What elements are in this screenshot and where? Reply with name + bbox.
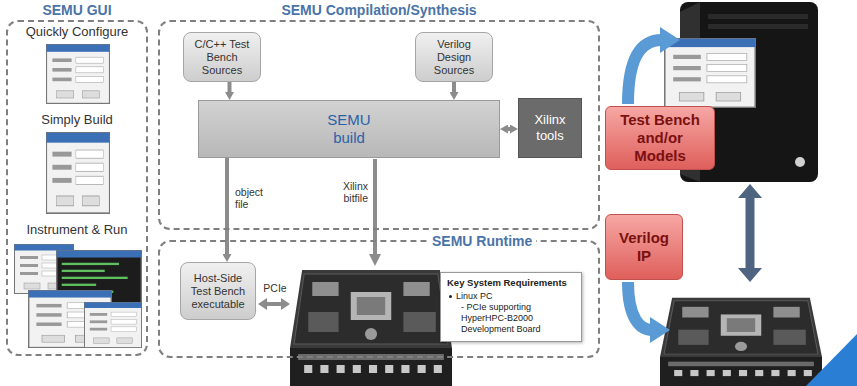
flow-arrow [506,127,512,131]
box-label: C/C++ Test Bench Sources [187,38,257,77]
bitfile-arrow [369,159,381,266]
tool-box: Xilinx tools [518,98,582,158]
screenshot [665,39,755,108]
arrow-label: PCIe [256,282,294,294]
region-frame: SEMU Compilation/SynthesisC/C++ Test Ben… [158,20,600,230]
requirements-heading: Key System Requirements [447,277,575,288]
box-label: Host-Side Test Bench executable [184,272,252,311]
gui-screenshots [47,133,110,213]
requirement-item: Linux PC [447,291,575,302]
blue-arrow [628,27,680,104]
edge-label: object file [235,186,279,210]
ip-box: Verilog IP [605,214,683,280]
blue-arrow [650,317,670,343]
label-holder: Simply Build [8,112,146,128]
label-holder: Quickly Configure [8,24,146,40]
label-holder: PCIe [256,282,294,294]
step-label: Quickly Configure [8,24,146,40]
gui-screenshots [84,302,141,347]
box-label: Test Bench and/or Models [610,111,710,165]
region-frame: SEMU GUI [6,20,148,356]
box-label: Verilog Design Sources [419,38,489,77]
testbench-box: Test Bench and/or Models [605,106,715,170]
gui-screenshots [15,45,142,348]
build-box: SEMU build [198,100,500,158]
requirement-item: - PCIe supporting HyperHPC-B2000 Develop… [447,302,575,335]
flow-arrow [228,82,232,94]
source-box: C/C++ Test Bench Sources [183,32,261,82]
requirements-box: Key System RequirementsLinux PC- PCIe su… [440,272,582,342]
pc-tower [708,14,808,19]
box-label: Verilog IP [610,229,678,265]
label-holder: object file [235,186,279,210]
region-title: SEMU Compilation/Synthesis [160,2,598,18]
fpga-board [660,298,822,386]
pc-board-arrow [738,184,762,282]
arrow-label: Xilinx bitfile [318,180,368,204]
region-title: SEMU Runtime [428,233,536,249]
flow-arrow [452,82,456,94]
region-title: SEMU GUI [8,2,146,18]
executable-box: Host-Side Test Bench executable [180,262,256,320]
blue-arrow [628,282,652,330]
pcie-arrow [258,298,267,310]
corner-triangle [806,334,857,386]
box-label: Xilinx tools [523,112,577,144]
step-label: Simply Build [8,112,146,128]
pc-board-arrow [746,196,755,270]
pcie-arrow [258,298,290,310]
blue-arrow [628,40,662,104]
fpga-board [290,270,452,386]
label-holder: Xilinx bitfile [318,180,368,204]
source-box: Verilog Design Sources [415,32,493,82]
gui-screenshots [47,45,110,104]
pc-tower [708,24,808,29]
blue-arrow [660,27,680,53]
pc-board-arrow [738,268,762,282]
blue-arrow [628,282,670,343]
pc-board-arrow [738,184,762,198]
region-frame: SEMU RuntimeHost-Side Test Bench executa… [158,240,600,358]
label-holder: Instrument & Run [8,222,146,238]
bitfile-arrow [369,254,381,266]
step-label: Instrument & Run [8,222,146,238]
pc-tower [795,157,805,167]
box-label: SEMU build [319,111,379,147]
pcie-arrow [281,298,290,310]
